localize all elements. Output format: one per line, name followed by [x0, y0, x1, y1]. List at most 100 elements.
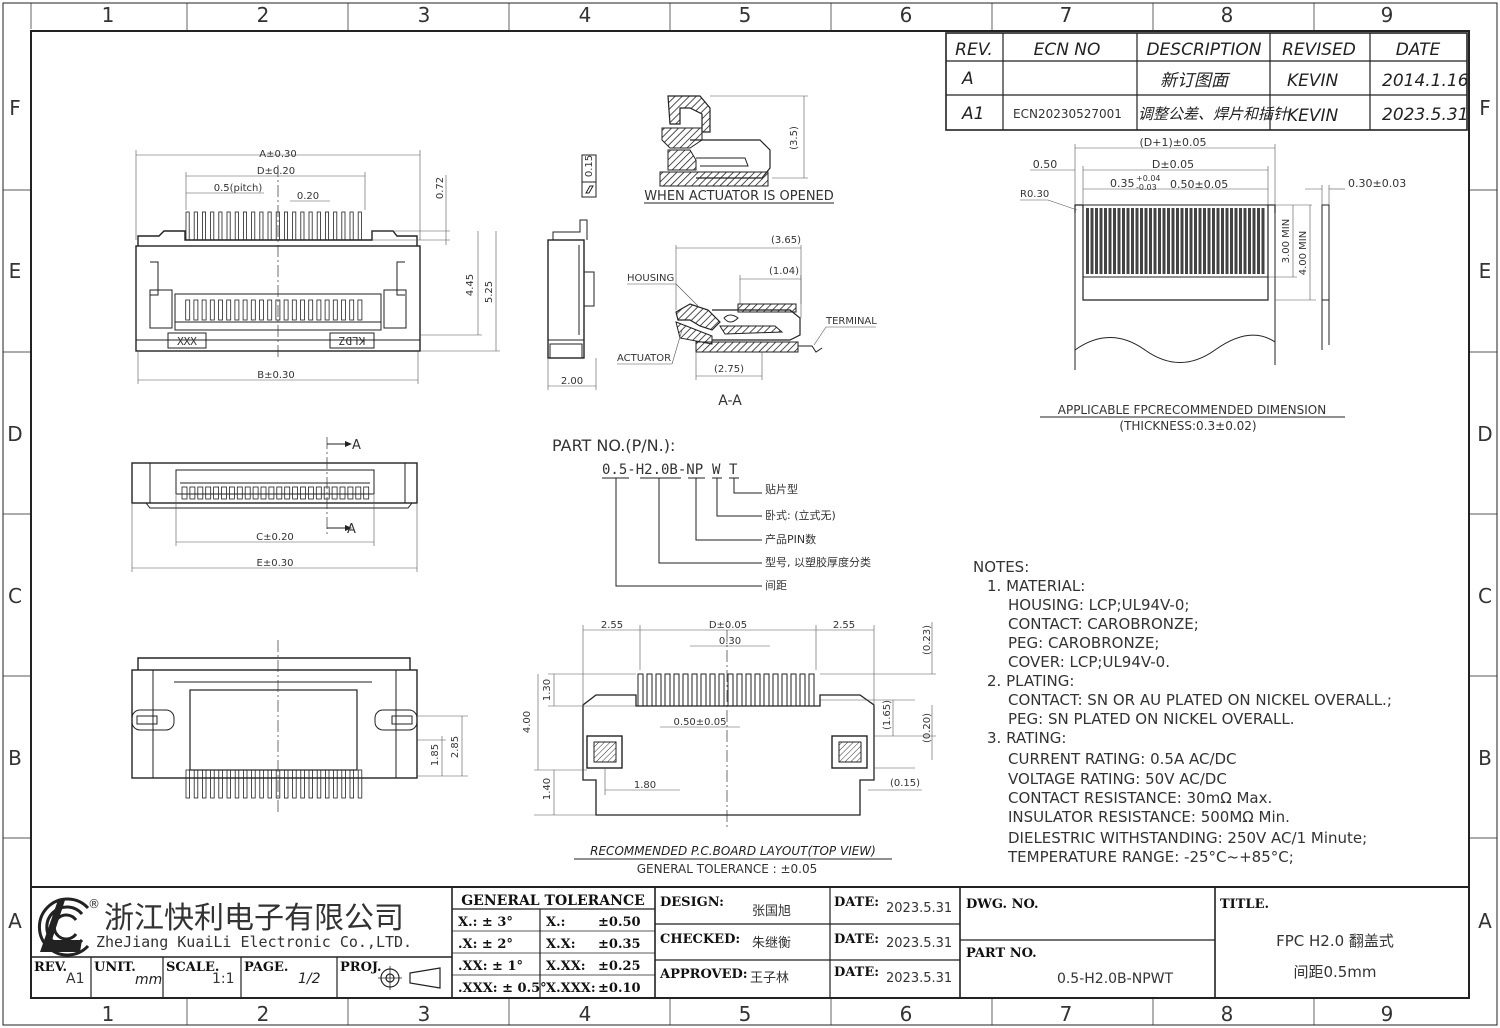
- top-pin: [300, 211, 305, 241]
- dim-104: (1.04): [769, 266, 799, 277]
- pcb-pad: [799, 673, 806, 707]
- side-view: 0.15 2.00: [547, 154, 597, 390]
- top-pin: [242, 211, 247, 241]
- pcb-tolerance: GENERAL TOLERANCE : ±0.05: [637, 862, 818, 876]
- bottom-pin: [357, 769, 363, 799]
- front-pin: [197, 486, 204, 500]
- fpc-strip: [1216, 208, 1220, 274]
- bottom-view-pins: [185, 769, 363, 799]
- front-pin: [244, 486, 251, 500]
- tol-angle-1: .X: ± 2°: [458, 937, 513, 952]
- dim-365: (3.65): [771, 235, 801, 246]
- notes-line-2: HOUSING: LCP;UL94V-0;: [1008, 596, 1189, 614]
- pcb-dim-180: 1.80: [634, 780, 656, 791]
- front-pin: [339, 486, 346, 500]
- top-pin: [193, 211, 198, 241]
- registered-mark: ®: [88, 897, 100, 911]
- front-pin: [347, 486, 354, 500]
- company-logo: [38, 897, 90, 957]
- checked-label: CHECKED:: [660, 932, 740, 947]
- unit-value: mm: [135, 972, 162, 988]
- section-mark-bottom: A: [347, 522, 356, 537]
- pn-heading: PART NO.(P/N.):: [552, 436, 675, 455]
- projection-symbol-icon: [378, 966, 441, 990]
- row-label-left: A: [8, 909, 22, 933]
- top-contact: [300, 299, 305, 321]
- front-pin: [307, 486, 314, 500]
- top-view-mark-left: XXX: [177, 335, 197, 348]
- fpc-strip: [1248, 208, 1251, 274]
- fpc-strip: [1113, 208, 1116, 274]
- fpc-strip: [1131, 208, 1134, 274]
- column-label-bottom: 4: [579, 1002, 592, 1026]
- part-value: 0.5-H2.0B-NPWT: [1057, 971, 1174, 987]
- unit-label: UNIT.: [94, 960, 136, 975]
- fpc-strip: [1144, 208, 1148, 274]
- bottom-pin: [300, 769, 305, 799]
- rev-row1-description: 新订图面: [1160, 71, 1231, 91]
- top-contact: [185, 299, 191, 321]
- top-pin: [259, 211, 264, 241]
- fpc-contact-strips: [1086, 208, 1265, 274]
- notes-line-6: 2. PLATING:: [987, 672, 1074, 690]
- rev-row2-revised: KEVIN: [1287, 106, 1339, 126]
- top-view-pins: [185, 211, 362, 241]
- row-label-right: F: [1479, 96, 1491, 120]
- fpc-strip: [1234, 208, 1238, 274]
- proj-label: PROJ.: [340, 960, 382, 975]
- rev-value: A1: [66, 971, 84, 987]
- fpc-strip: [1122, 208, 1125, 274]
- bottom-view: 1.85 2.85: [131, 640, 468, 815]
- pcb-pad: [745, 673, 752, 707]
- bottom-pin: [316, 769, 322, 799]
- tol-key-0: X.:: [546, 915, 565, 930]
- pcb-pad: [700, 673, 707, 707]
- fpc-strip: [1090, 208, 1094, 274]
- dim-020: 0.20: [297, 191, 319, 202]
- date-label-1: DATE:: [834, 895, 879, 910]
- front-pin: [181, 486, 188, 500]
- pcb-dim-d: D±0.05: [709, 620, 747, 631]
- title-line-2: 间距0.5mm: [1293, 963, 1376, 981]
- section-caption: A-A: [718, 393, 742, 409]
- column-label-top: 1: [102, 3, 115, 27]
- top-contact: [201, 299, 207, 321]
- bottom-pin: [242, 769, 248, 799]
- fpc-strip: [1149, 208, 1152, 274]
- fpc-strip: [1189, 208, 1193, 274]
- company-name-cn: 浙江快利电子有限公司: [104, 901, 404, 936]
- bottom-pin: [283, 769, 289, 799]
- front-pin: [315, 486, 322, 500]
- fpc-strip: [1185, 208, 1188, 274]
- bottom-pin: [193, 769, 199, 799]
- rev-header-rev: REV.: [955, 40, 993, 60]
- top-contact: [349, 299, 355, 321]
- fpc-dim-radius: R0.30: [1020, 189, 1049, 200]
- design-label: DESIGN:: [660, 895, 724, 910]
- row-label-right: A: [1478, 909, 1492, 933]
- fpc-dim-pitch: 0.50±0.05: [1170, 178, 1228, 191]
- bottom-pin: [267, 769, 272, 799]
- tol-angle-0: X.: ± 3°: [458, 915, 513, 930]
- rev-header-description: DESCRIPTION: [1146, 40, 1261, 60]
- fpc-strip: [1158, 208, 1161, 274]
- row-label-left: E: [9, 259, 22, 283]
- part-label: PART NO.: [966, 946, 1037, 961]
- fpc-strip: [1099, 208, 1103, 274]
- pn-w: W: [712, 462, 721, 478]
- fpc-dim-d: D±0.05: [1152, 158, 1194, 171]
- dim-a: A±0.30: [259, 149, 297, 160]
- front-pin: [331, 486, 338, 500]
- pcb-pad: [673, 673, 680, 707]
- revision-table: REV. ECN NO DESCRIPTION REVISED DATE A 新…: [945, 32, 1469, 131]
- top-view: XXX KLDZ A±0.30 D±0.20 0.5(pitch) 0.20 0…: [135, 149, 500, 384]
- rev-row2-description: 调整公差、焊片和插针: [1138, 105, 1290, 123]
- notes-line-11: VOLTAGE RATING: 50V AC/DC: [1008, 770, 1227, 788]
- top-contact: [283, 299, 289, 321]
- date-label-2: DATE:: [834, 932, 879, 947]
- pcb-dim-140: 1.40: [542, 778, 553, 800]
- tol-val-0: ±0.50: [598, 915, 641, 930]
- column-label-bottom: 9: [1381, 1002, 1394, 1026]
